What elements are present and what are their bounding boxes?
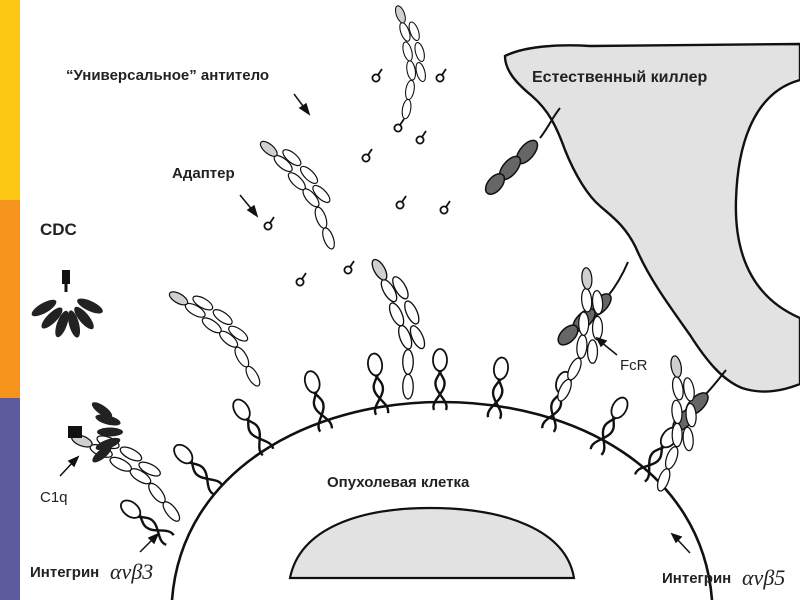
pointer-arrow	[140, 534, 158, 552]
adapter-molecule-icon	[440, 201, 450, 214]
c1q-complement-icon	[68, 399, 123, 465]
antibody-icon	[165, 267, 273, 403]
tumor-cell-label: Опухолевая клетка	[327, 474, 470, 491]
natural-killer-cell	[505, 44, 800, 391]
fcr-label: FcR	[620, 357, 648, 374]
adapter-molecule-icon	[296, 273, 306, 286]
antibody-icon	[67, 404, 193, 544]
integrin-right-label: Интегрин	[662, 570, 731, 587]
adapter-molecule-icon	[362, 149, 372, 162]
adapter-molecule-icon	[394, 119, 404, 132]
adapter-molecule-icon	[396, 196, 406, 209]
adapter-molecule-icon	[344, 261, 354, 274]
adapter-molecule-icon	[416, 131, 426, 144]
cdc-label: CDC	[40, 220, 77, 239]
integrin-receptor-icon	[171, 441, 223, 495]
adapter-molecule-icon	[436, 69, 446, 82]
tumor-cell	[172, 402, 712, 600]
nk-cell-label: Естественный киллер	[532, 69, 707, 86]
adapter-molecule-icon	[264, 217, 274, 230]
antibody-icon	[375, 3, 440, 121]
c1q-label: C1q	[40, 489, 68, 506]
antibody-icon	[256, 124, 348, 261]
adapter-label: Адаптер	[172, 165, 235, 182]
integrin-left-label: Интегрин	[30, 564, 99, 581]
pointer-arrow	[60, 457, 78, 476]
integrin-receptor-icon	[367, 353, 389, 415]
integrin-right-greek: αvβ5	[742, 565, 785, 590]
integrin-left-greek: αvβ3	[110, 559, 153, 584]
pointer-arrow	[597, 338, 617, 355]
antibody-icon	[526, 264, 633, 409]
pointer-arrow	[240, 195, 257, 216]
adapter-molecule-icon	[372, 69, 382, 82]
fc-receptor-icon	[482, 108, 560, 198]
c1q-complement-icon	[29, 270, 104, 339]
universal-antibody-label: “Универсальное” антитело	[66, 67, 269, 84]
pointer-arrow	[294, 94, 309, 114]
